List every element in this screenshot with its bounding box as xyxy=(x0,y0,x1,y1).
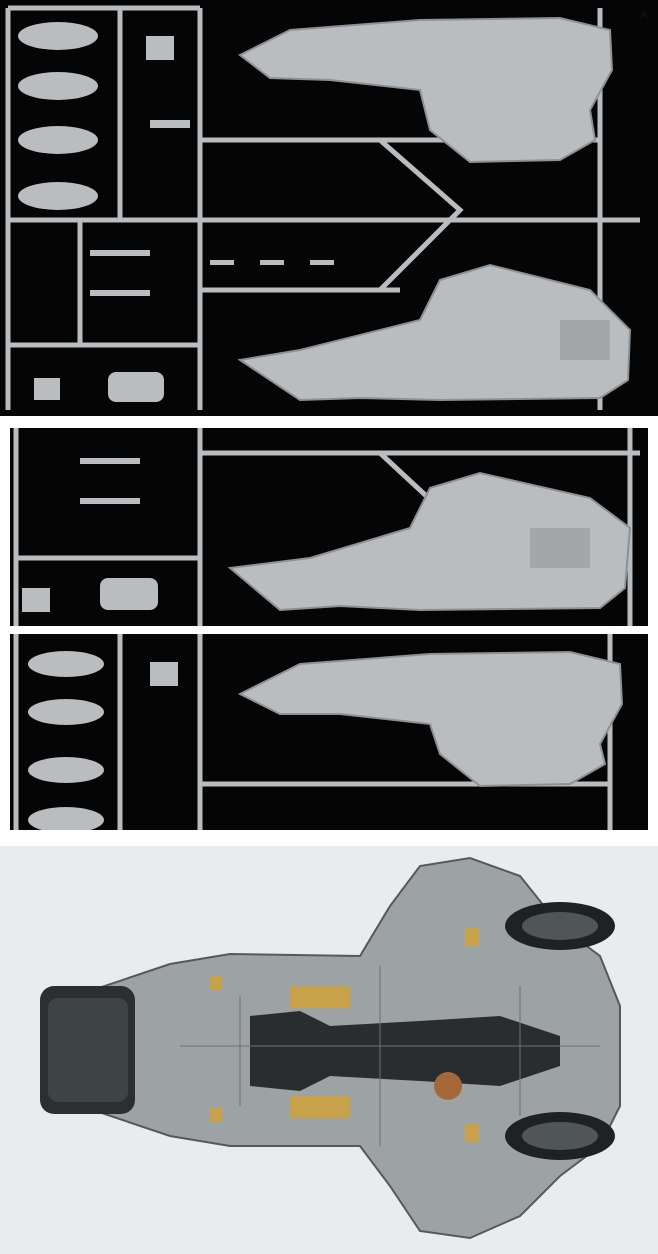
sprue-small-parts xyxy=(22,458,158,612)
fuselage-half-upper-closeup xyxy=(237,650,624,788)
fuselage-half-upper xyxy=(238,16,614,164)
sprue-closeup-lower-graphic xyxy=(10,428,648,626)
sprue-letter: A xyxy=(640,9,648,21)
fuselage-half-lower xyxy=(237,263,632,402)
model-copper-tank xyxy=(434,1072,462,1100)
sprue-closeup-lower xyxy=(10,428,648,626)
sprue-photo-full-graphic: A xyxy=(0,0,658,416)
painted-model-photo xyxy=(0,846,658,1254)
model-panel-lines xyxy=(180,966,600,1146)
model-engine-detail xyxy=(250,1011,560,1091)
sprue-runners xyxy=(13,634,613,830)
sprue-small-parts xyxy=(28,651,178,830)
model-brass-details xyxy=(210,928,479,1142)
sprue-small-parts xyxy=(18,22,334,402)
sprue-closeup-upper xyxy=(10,634,648,830)
fuselage-half-lower-closeup xyxy=(227,471,632,612)
painted-model-photo-graphic xyxy=(0,846,658,1254)
sprue-closeup-upper-graphic xyxy=(10,634,648,830)
sprue-runners xyxy=(5,5,640,410)
sprue-photo-full: A xyxy=(0,0,658,416)
